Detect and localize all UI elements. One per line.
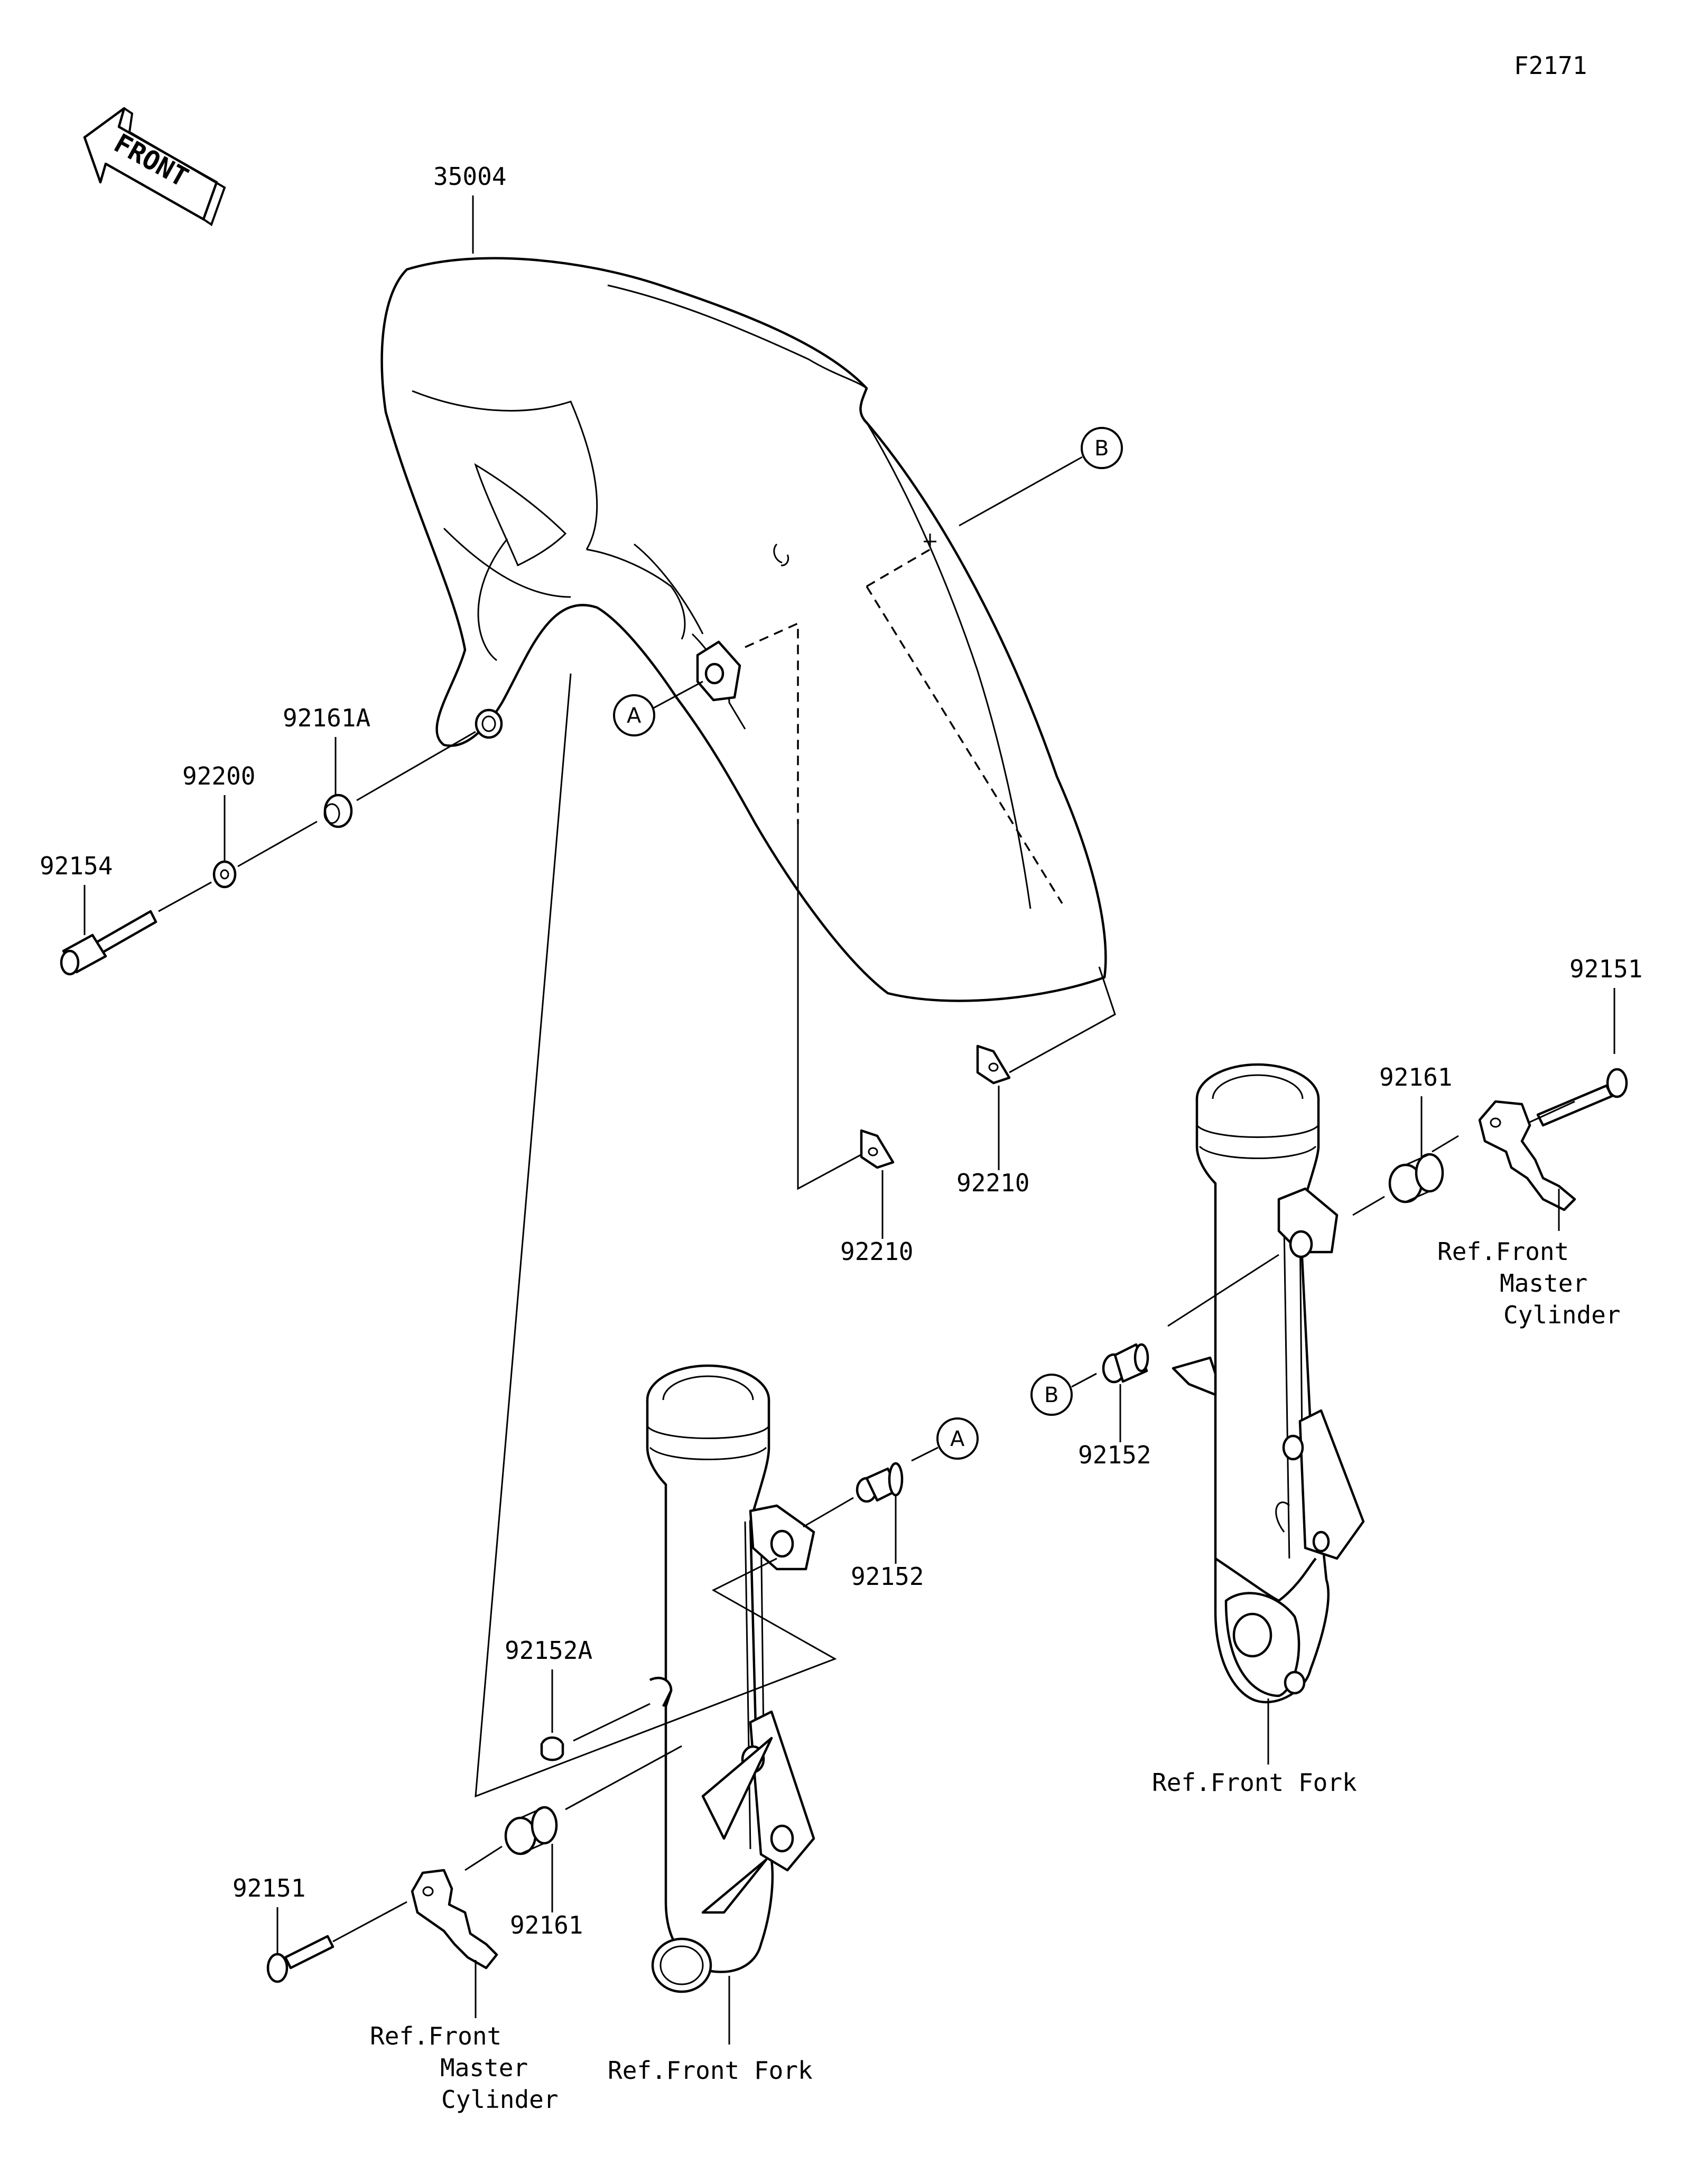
- bracket-master-cylinder-left: [411, 1869, 498, 1970]
- figure-code: F2171: [1514, 51, 1587, 80]
- label-bolt-b: 92152: [1078, 1441, 1151, 1469]
- front-arrow-icon: FRONT: [83, 107, 226, 227]
- ref-front-fork-left: Ref.Front Fork: [608, 2056, 813, 2085]
- nut-92152a: [540, 1736, 564, 1761]
- front-fender: [380, 257, 1107, 1002]
- svg-text:A: A: [627, 704, 642, 728]
- label-fender: 35004: [433, 162, 506, 191]
- ref-master-cylinder-right-line2: Master: [1500, 1269, 1587, 1298]
- front-fork-right: [1172, 1063, 1365, 1704]
- marker-a-lower: A: [936, 1417, 979, 1460]
- marker-b-lower: B: [1030, 1374, 1073, 1416]
- label-bolt-a: 92152: [851, 1562, 924, 1591]
- label-collar-right: 92161: [1379, 1063, 1452, 1091]
- label-bolt-long: 92154: [40, 852, 113, 880]
- collar-92161-left: [504, 1806, 558, 1855]
- front-fork-left: [646, 1364, 815, 1993]
- label-nut-a: 92152A: [505, 1636, 592, 1665]
- ref-master-cylinder-right-line1: Ref.Front: [1437, 1237, 1569, 1266]
- label-bolt-right: 92151: [1569, 955, 1642, 983]
- marker-a-upper: A: [613, 694, 655, 736]
- ref-master-cylinder-left-line3: Cylinder: [441, 2085, 559, 2114]
- bolt-92152-a: [856, 1462, 904, 1503]
- label-grommet-a: 92161A: [283, 704, 370, 732]
- ref-front-fork-right: Ref.Front Fork: [1152, 1768, 1357, 1797]
- marker-b-upper: B: [1081, 427, 1123, 469]
- ref-master-cylinder-right-line3: Cylinder: [1503, 1301, 1621, 1329]
- ref-master-cylinder-left-line1: Ref.Front: [370, 2022, 501, 2050]
- washer-92200: [212, 860, 237, 889]
- label-collar-left: 92161: [510, 1911, 583, 1939]
- clip-92210-upper: [976, 1044, 1011, 1085]
- bolt-92151-right: [1536, 1068, 1628, 1127]
- label-washer: 92200: [182, 762, 255, 790]
- label-clip-upper: 92210: [956, 1169, 1029, 1197]
- clip-92210-lower: [860, 1129, 895, 1169]
- ref-master-cylinder-left-line2: Master: [440, 2054, 528, 2082]
- bolt-92154: [60, 910, 157, 976]
- collar-92161-right: [1388, 1153, 1444, 1203]
- bracket-master-cylinder-right: [1478, 1100, 1576, 1211]
- svg-text:A: A: [950, 1427, 965, 1451]
- bolt-92152-b: [1102, 1343, 1149, 1384]
- svg-text:B: B: [1044, 1383, 1058, 1407]
- grommet-92161a: [323, 794, 353, 828]
- svg-text:B: B: [1094, 436, 1109, 461]
- label-bolt-left: 92151: [233, 1874, 305, 1902]
- label-clip-lower: 92210: [840, 1237, 913, 1266]
